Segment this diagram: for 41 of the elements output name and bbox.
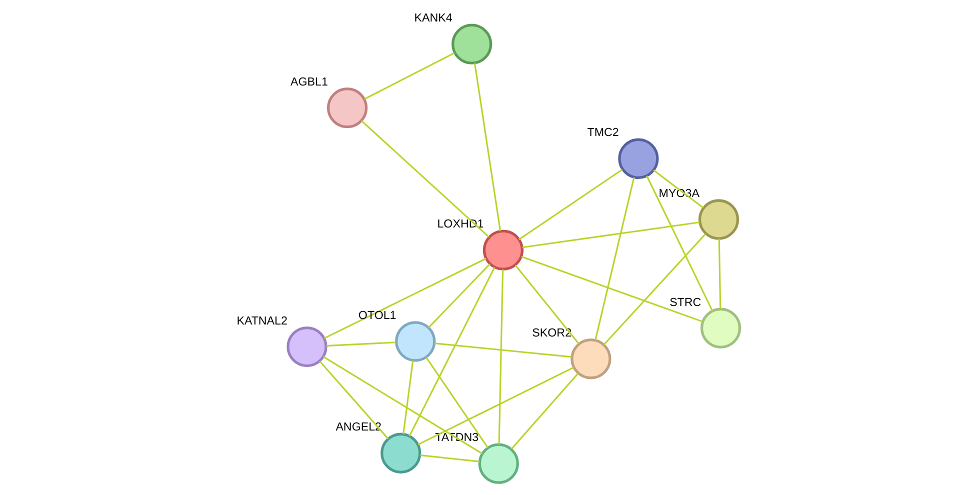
connector [521, 256, 704, 322]
connector [518, 168, 623, 240]
connector [319, 360, 389, 440]
connector [646, 176, 714, 312]
connector [522, 221, 700, 248]
connector [514, 264, 580, 344]
connector [498, 269, 504, 444]
node-circle [286, 326, 328, 368]
connector [322, 356, 483, 454]
connector [420, 454, 480, 462]
node-label: TMC2 [587, 126, 619, 140]
node-circle [698, 199, 740, 240]
node-circle [326, 88, 368, 128]
connector [434, 342, 572, 358]
connector [426, 356, 488, 448]
connector [364, 52, 455, 100]
node-label: STRC [670, 296, 702, 309]
connector [428, 263, 490, 328]
node-label: KATNAL2 [236, 314, 288, 328]
connector [324, 258, 487, 340]
node-circle [395, 321, 436, 362]
connector [408, 267, 496, 436]
node-label: SKOR2 [532, 326, 572, 340]
node-circle [380, 432, 422, 474]
node-circle [482, 230, 524, 270]
node-circle [570, 338, 612, 380]
node-circle [700, 308, 742, 348]
connector [718, 238, 722, 309]
connector [418, 366, 574, 446]
node-label: KANK4 [414, 12, 452, 25]
connector [360, 120, 490, 238]
node-circle [478, 443, 519, 484]
connector [603, 233, 706, 346]
connector [402, 360, 414, 434]
node-circle [618, 138, 659, 179]
connector [594, 177, 635, 340]
connector [474, 62, 502, 232]
connector [510, 372, 579, 450]
node-circle [451, 24, 492, 64]
node-label: AGBL1 [290, 75, 328, 88]
connector [326, 342, 396, 347]
